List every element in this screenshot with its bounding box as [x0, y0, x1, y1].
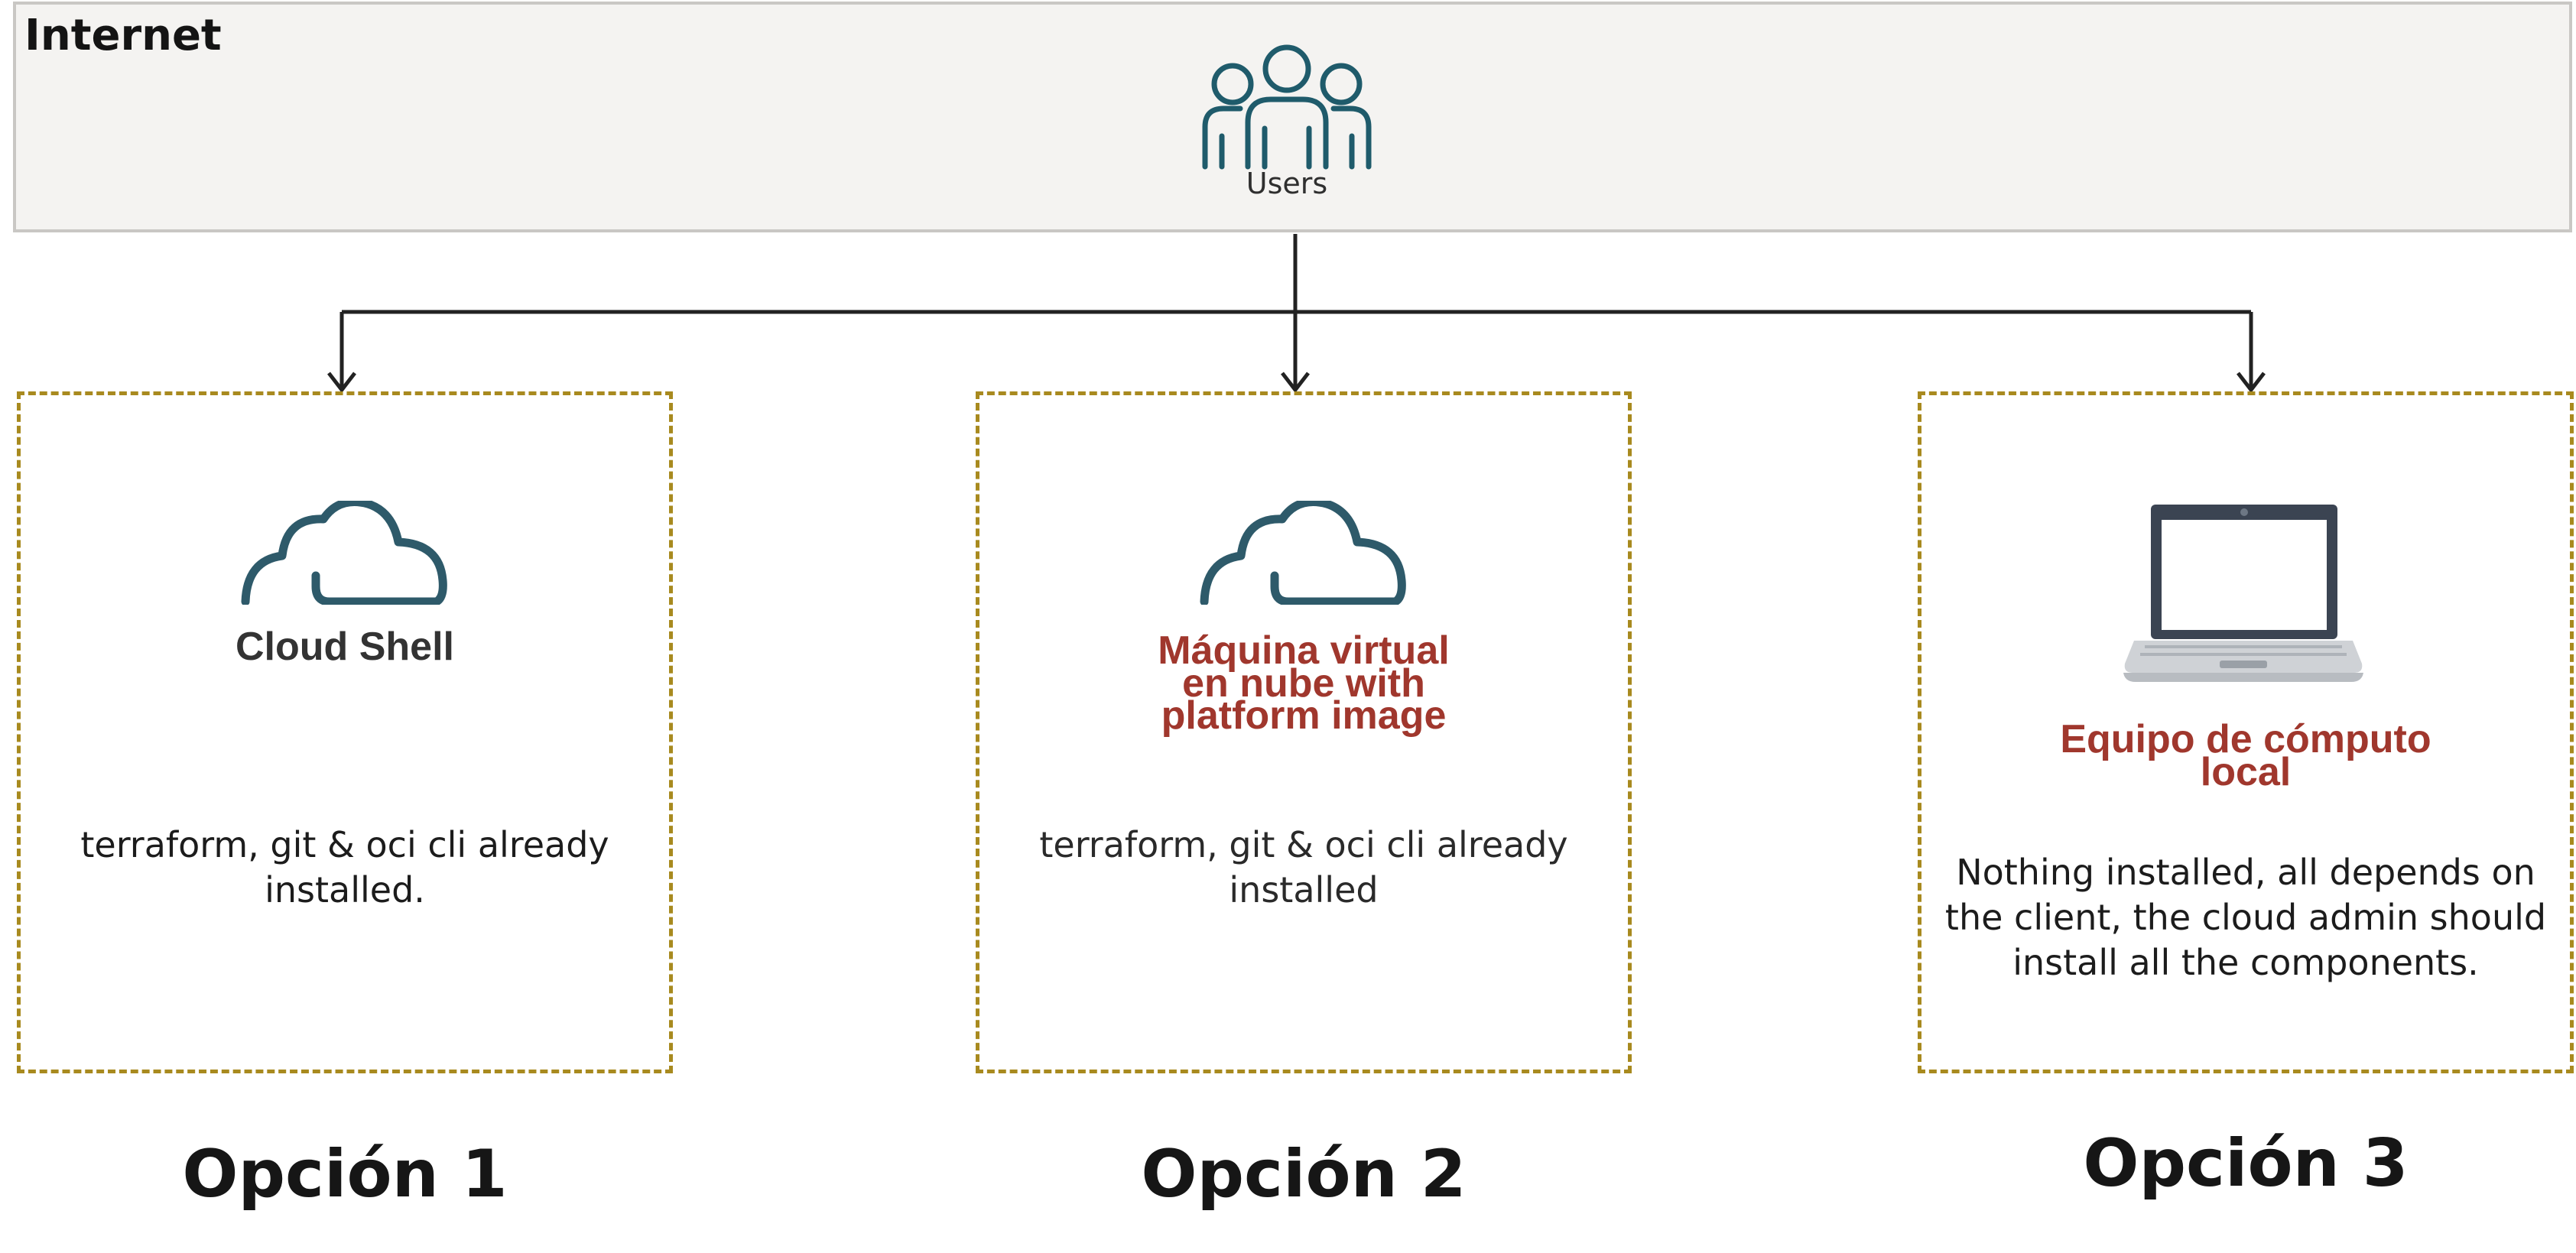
option-1-title: Cloud Shell [236, 625, 454, 669]
users-icon [1202, 44, 1372, 170]
laptop-icon [2123, 505, 2363, 682]
option-1-box [17, 391, 673, 1073]
option-2-box [976, 391, 1632, 1073]
option-2-label: Opción 2 [1141, 1136, 1467, 1212]
option-3-description: Nothing installed, all depends on the cl… [1944, 852, 2547, 983]
option-3-box [1918, 391, 2574, 1073]
arrowhead-opt2 [1281, 372, 1310, 394]
option-3-title: Equipo de cómputo local [2060, 717, 2431, 794]
cloud-icon [1200, 501, 1406, 605]
option-3-label: Opción 3 [2083, 1125, 2409, 1202]
internet-region [13, 2, 2572, 232]
option-2-title: Máquina virtual en nube with platform im… [1158, 628, 1450, 738]
option-1-label: Opción 1 [182, 1136, 508, 1212]
users-label: Users [1246, 167, 1328, 200]
option-1-description: terraform, git & oci cli already install… [80, 824, 609, 911]
cloud-icon [241, 501, 447, 605]
arrowhead-opt1 [327, 372, 356, 394]
internet-label: Internet [24, 11, 222, 60]
arrowhead-opt3 [2237, 372, 2266, 394]
option-2-description: terraform, git & oci cli already install… [1039, 824, 1568, 911]
